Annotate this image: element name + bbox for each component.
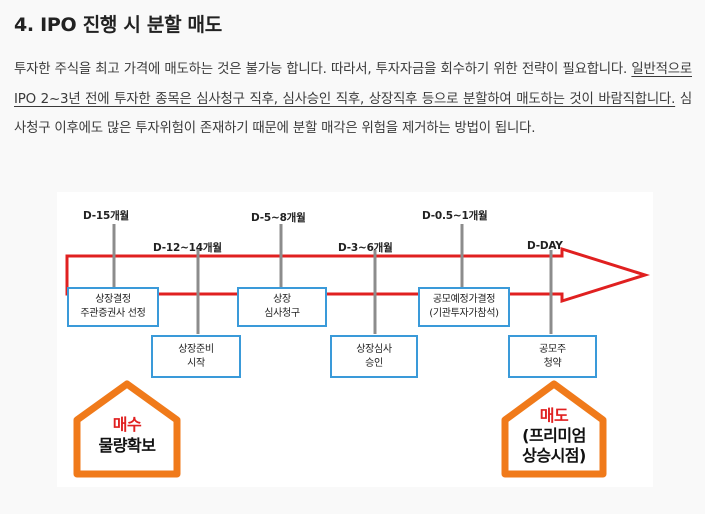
phase-label-dday: D-DAY [527, 240, 563, 252]
box-line: 청약 [543, 357, 562, 369]
phase-label-d12: D-12~14개월 [153, 242, 222, 254]
sell-subtitle-2: 상승시점) [522, 446, 586, 465]
box-line: 상장심사 [356, 343, 392, 355]
box-line: 주관증권사 선정 [80, 308, 146, 319]
section-heading: 4. IPO 진행 시 분할 매도 [14, 14, 222, 36]
ipo-timeline-diagram: D-15개월 D-12~14개월 D-5~8개월 D-3~6개월 D-0.5~1… [57, 192, 653, 487]
box-line: 공모주 [539, 343, 566, 355]
paragraph-part-1: 투자한 주식을 최고 가격에 매도하는 것은 불가능 합니다. 따라서, 투자자… [14, 62, 632, 77]
box-offering-price: 공모예정가결정 (기관투자가참석) [418, 287, 510, 327]
buy-house-label: 매수 물량확보 [77, 414, 177, 456]
box-line: 시작 [187, 357, 205, 369]
box-listing-decision: 상장결정 주관증권사 선정 [67, 287, 159, 327]
box-listing-prep: 상장준비 시작 [151, 335, 241, 378]
box-line: 상장준비 [178, 343, 214, 355]
buy-subtitle: 물량확보 [98, 436, 156, 455]
box-line: 심사청구 [264, 308, 300, 319]
box-subscription: 공모주 청약 [508, 335, 597, 378]
paragraph-part-2: 심사청구 이후에도 많은 투자위험이 존재하기 때문에 분할 매각은 위험을 제… [14, 91, 692, 137]
sell-title: 매도 [539, 406, 569, 425]
box-line: 상장결정 [95, 294, 131, 305]
box-listing-approval: 상장심사 승인 [330, 335, 418, 378]
sell-subtitle-1: (프리미엄 [522, 426, 586, 445]
phase-label-d05: D-0.5~1개월 [422, 210, 488, 222]
phase-label-d3: D-3~6개월 [338, 242, 393, 254]
box-line: (기관투자가참석) [429, 308, 499, 319]
body-paragraph: 투자한 주식을 최고 가격에 매도하는 것은 불가능 합니다. 따라서, 투자자… [14, 55, 692, 144]
paragraph-underlined: 일반적으로 IPO 2~3년 전에 투자한 종목은 심사청구 직후, 심사승인 … [14, 62, 692, 107]
phase-label-d5: D-5~8개월 [251, 212, 306, 224]
box-listing-application: 상장 심사청구 [237, 287, 327, 327]
sell-house-label: 매도 (프리미엄 상승시점) [505, 406, 603, 466]
sell-house-shape [501, 380, 607, 478]
box-line: 승인 [365, 357, 383, 369]
phase-label-d15: D-15개월 [83, 210, 130, 222]
box-line: 공모예정가결정 [432, 294, 496, 305]
buy-house-shape [73, 380, 181, 478]
buy-title: 매수 [112, 415, 142, 434]
box-line: 상장 [273, 294, 291, 305]
